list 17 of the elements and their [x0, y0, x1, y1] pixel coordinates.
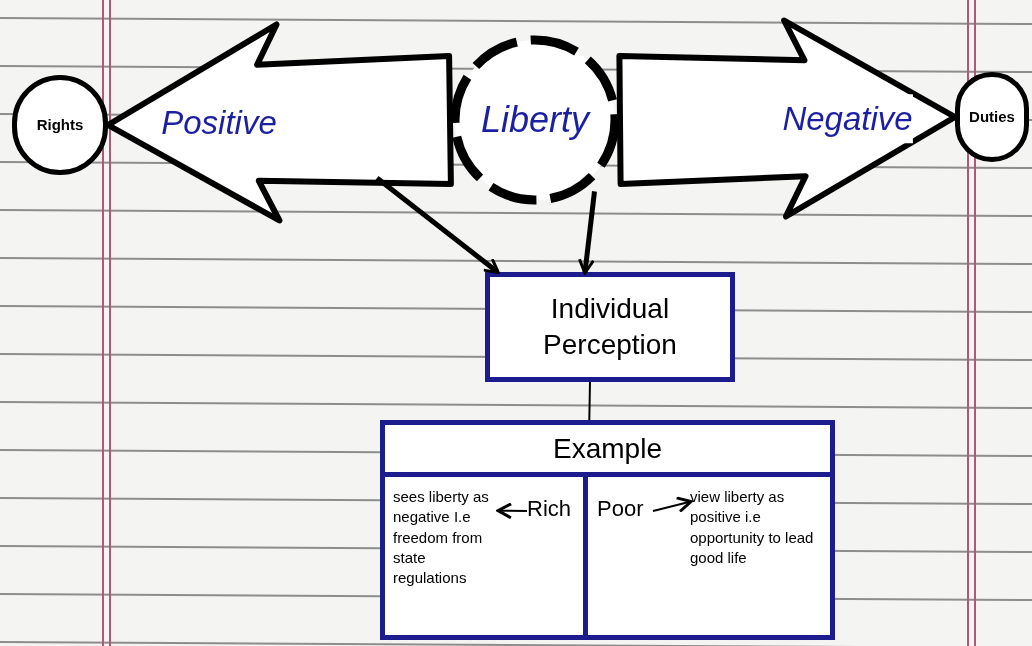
- node-label: Rich: [527, 496, 571, 521]
- node-label: sees liberty as negative I.e freedom from state regulations: [393, 487, 490, 588]
- table-heading: Example: [553, 431, 662, 466]
- process-box: [485, 272, 735, 382]
- node-label: Poor: [597, 496, 644, 521]
- node-label: Rights: [36, 114, 84, 135]
- arrow: [652, 496, 693, 513]
- node-label: Duties: [969, 106, 1015, 127]
- node-label: view liberty as positive i.e opportunity to lead good life: [690, 487, 815, 568]
- arrow: [496, 502, 528, 520]
- arrow: [577, 191, 597, 275]
- node-label: Individual Perception: [542, 291, 678, 362]
- node-label: Liberty: [480, 98, 590, 142]
- edge-label: Negative: [782, 93, 913, 144]
- arrow: [375, 176, 500, 275]
- dashed-circle: [450, 35, 620, 205]
- example-table: [380, 420, 835, 640]
